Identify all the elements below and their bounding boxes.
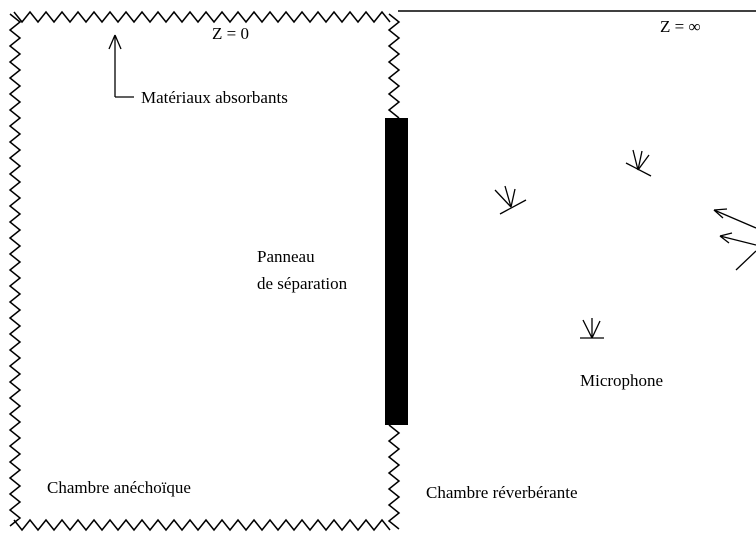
- absorbent-wall-top: [13, 10, 391, 24]
- absorbent-wall-right-upper: [387, 13, 401, 119]
- reverberant-chamber-label: Chambre réverbérante: [426, 483, 578, 502]
- panel-label-line2: de séparation: [257, 274, 348, 293]
- panel-label-line1: Panneau: [257, 247, 315, 266]
- microphone-icon: [625, 149, 652, 177]
- separation-panel: [385, 118, 408, 425]
- sound-ray-arrow-icon: [713, 208, 756, 271]
- z-infinity-label: Z = ∞: [660, 17, 701, 36]
- absorbent-wall-left: [8, 13, 22, 527]
- microphone-icon: [580, 318, 604, 339]
- absorbent-wall-right-lower: [387, 424, 401, 530]
- microphone-label: Microphone: [580, 371, 664, 390]
- z-zero-label: Z = 0: [212, 24, 249, 43]
- anechoic-chamber-label: Chambre anéchoïque: [47, 478, 191, 497]
- arrow-up-icon: [108, 34, 134, 98]
- microphone-icon: [494, 185, 527, 215]
- absorbent-materials-label: Matériaux absorbants: [141, 88, 288, 107]
- absorbent-wall-bottom: [13, 518, 391, 532]
